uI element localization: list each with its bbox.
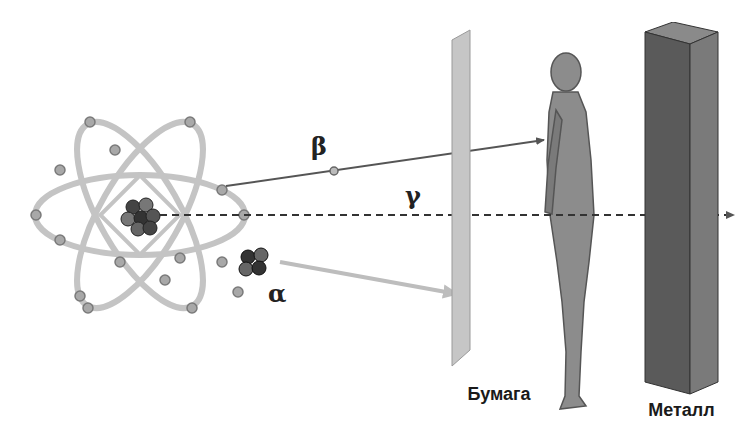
metal-block-shape <box>620 22 735 402</box>
gamma-label: γ <box>405 184 421 208</box>
alpha-particle <box>239 248 268 276</box>
electrons <box>31 117 249 313</box>
paper-sheet-shape <box>440 28 550 378</box>
alpha-label: α <box>268 282 286 306</box>
face <box>452 30 470 366</box>
person <box>545 53 594 409</box>
metal-block: Металл <box>620 22 739 427</box>
face <box>645 32 690 394</box>
orbit <box>100 175 179 254</box>
face <box>690 32 718 394</box>
beta-particle <box>330 167 338 175</box>
beta-label: β <box>311 135 327 159</box>
beta-ray <box>226 140 544 186</box>
material-label: Металл <box>620 400 739 421</box>
material-label: Бумага <box>440 384 558 405</box>
paper-sheet: Бумага <box>440 28 558 428</box>
nucleus <box>121 198 160 236</box>
alpha-ray <box>280 262 457 294</box>
